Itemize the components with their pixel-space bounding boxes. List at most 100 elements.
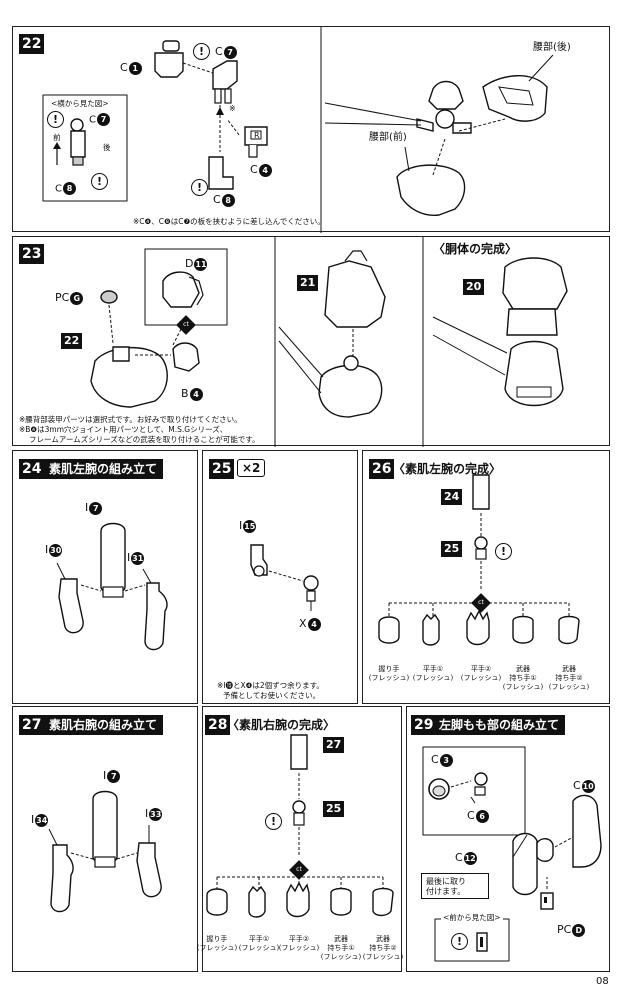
warning-icon: ! bbox=[193, 43, 210, 60]
hand-caption: 武器持ち手①(フレッシュ) bbox=[499, 665, 547, 692]
cut-mark-icon: ct bbox=[289, 860, 309, 880]
hand-name: 持ち手① bbox=[509, 674, 537, 682]
hand-finish: (フレッシュ) bbox=[362, 953, 404, 961]
hand-caption: 武器持ち手②(フレッシュ) bbox=[359, 935, 407, 962]
warning-icon: ! bbox=[265, 813, 282, 830]
step-25-diagram bbox=[250, 544, 319, 611]
front-label: 前 bbox=[53, 133, 61, 142]
hand-finish: (フレッシュ) bbox=[368, 674, 410, 682]
step-number: 22 bbox=[19, 34, 45, 54]
step-23-note-1: ※腰背部装甲パーツは選択式です。お好みで取り付けてください。 bbox=[19, 415, 242, 424]
step-25-note-2: 予備としてお使いください。 bbox=[223, 691, 321, 700]
warning-icon: ! bbox=[47, 111, 64, 128]
step-26-panel: 26 〈素肌左腕の完成〉 24 25 ! ct 握り手(フレッシュ)平手①(フレ… bbox=[362, 450, 610, 704]
hand-caption: 平手①(フレッシュ) bbox=[409, 665, 457, 683]
hand-finish: (フレッシュ) bbox=[412, 674, 454, 682]
back-label: 後 bbox=[103, 143, 111, 152]
warning-icon: ! bbox=[191, 179, 208, 196]
hand-name: 持ち手① bbox=[327, 944, 355, 952]
hand-caption: 武器持ち手②(フレッシュ) bbox=[545, 665, 593, 692]
torso-complete-title: 〈胴体の完成〉 bbox=[433, 242, 518, 256]
step-number: 27 bbox=[19, 715, 45, 735]
step-24-diagram bbox=[56, 522, 168, 651]
hand-finish: (フレッシュ) bbox=[548, 683, 590, 691]
warning-icon: ! bbox=[91, 173, 108, 190]
hand-caption: 平手②(フレッシュ) bbox=[457, 665, 505, 683]
subassembly-25-label: 25 bbox=[441, 541, 463, 557]
cut-mark-icon: ct bbox=[176, 315, 196, 335]
warning-icon: ! bbox=[495, 543, 512, 560]
hand-caption: 平手②(フレッシュ) bbox=[275, 935, 323, 953]
subassembly-21-label: 21 bbox=[297, 275, 319, 291]
step-27-diagram bbox=[48, 790, 162, 913]
quantity-badge: ×2 bbox=[237, 459, 266, 477]
hand-name: 武器 bbox=[376, 935, 390, 943]
hand-name: 武器 bbox=[516, 665, 530, 673]
hand-name: 武器 bbox=[562, 665, 576, 673]
subassembly-22-label: 22 bbox=[61, 333, 83, 349]
waist-front-label: 腰部(前) bbox=[369, 132, 407, 143]
hand-name: 平手② bbox=[470, 665, 492, 673]
step-number: 23 bbox=[19, 244, 45, 264]
asterisk-mark: ※ bbox=[229, 104, 236, 113]
page-number: 08 bbox=[596, 976, 609, 987]
hand-name: 握り手 bbox=[206, 935, 228, 943]
attach-last-note: 最後に取り 付けます。 bbox=[421, 873, 489, 899]
step-25-note-1: ※I⓯とX❹は2個ずつ余ります。 bbox=[217, 681, 324, 690]
hand-finish: (フレッシュ) bbox=[238, 944, 280, 952]
hand-caption: 武器持ち手①(フレッシュ) bbox=[317, 935, 365, 962]
hand-finish: (フレッシュ) bbox=[460, 674, 502, 682]
subassembly-27-label: 27 bbox=[323, 737, 345, 753]
hand-name: 持ち手② bbox=[555, 674, 583, 682]
step-title: 素肌右腕の組み立て bbox=[43, 715, 164, 735]
hand-name: 平手② bbox=[288, 935, 310, 943]
step-number: 28 bbox=[205, 715, 231, 735]
step-number: 26 bbox=[369, 459, 395, 479]
step-23-note-2: ※B❹は3mm穴ジョイント用パーツとして、M.S.Gシリーズ、 bbox=[19, 425, 228, 434]
step-22-note: ※C❹、C❽はC❼の板を挟むように差し込んでください。 bbox=[133, 217, 325, 226]
hand-finish: (フレッシュ) bbox=[196, 944, 238, 952]
hand-name: 平手① bbox=[248, 935, 270, 943]
hand-name: 平手① bbox=[422, 665, 444, 673]
step-22-diagram bbox=[42, 27, 554, 233]
attach-last-note-line-1: 最後に取り bbox=[426, 877, 466, 886]
step-28-panel: 28 〈素肌右腕の完成〉 27 ! 25 ct 握り手(フレッシュ)平手①(フレ… bbox=[197, 706, 403, 972]
step-number: 24 bbox=[19, 459, 45, 479]
hand-finish: (フレッシュ) bbox=[278, 944, 320, 952]
step-23-note-3: フレームアームズシリーズなどの武装を取り付けることが可能です。 bbox=[29, 435, 260, 444]
waist-back-label: 腰部(後) bbox=[533, 42, 571, 53]
step-22-panel: 22 bbox=[12, 26, 610, 233]
step-28-diagram bbox=[206, 734, 394, 918]
step-title: 素肌左腕の組み立て bbox=[43, 459, 164, 479]
step-number: 29 bbox=[411, 715, 437, 735]
hand-caption: 平手①(フレッシュ) bbox=[235, 935, 283, 953]
hand-caption: 握り手(フレッシュ) bbox=[193, 935, 241, 953]
warning-icon: ! bbox=[451, 933, 468, 950]
cut-mark-icon: ct bbox=[471, 593, 491, 613]
